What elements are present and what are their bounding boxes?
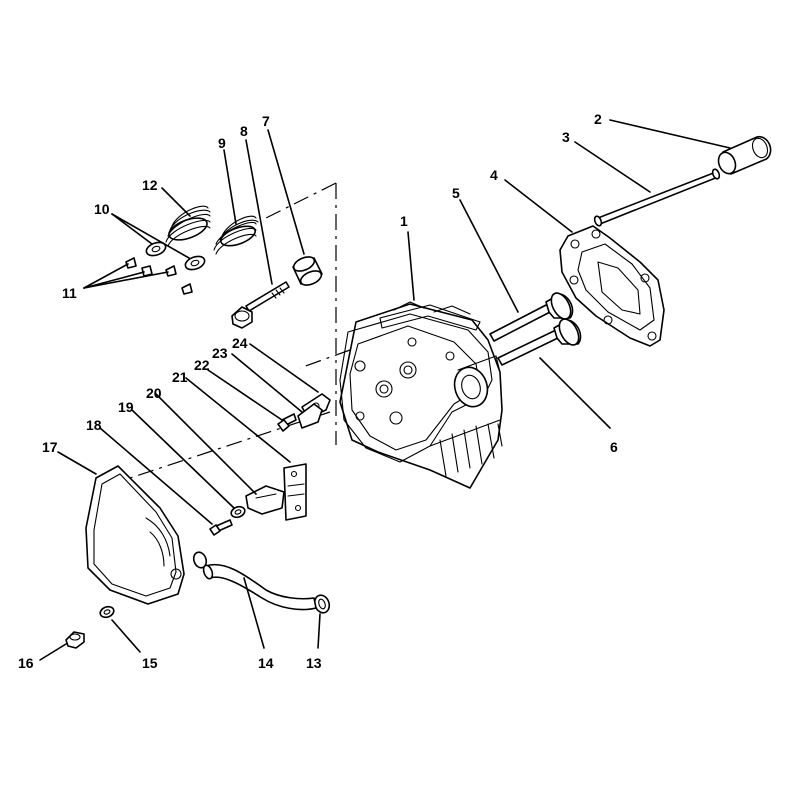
part-19-washer <box>230 505 246 519</box>
part-10-retainers <box>145 241 206 271</box>
part-23-rocker-arm <box>297 403 323 429</box>
callout-20: 20 <box>146 385 162 401</box>
part-12-valve-spring <box>165 205 211 247</box>
callout-19: 19 <box>118 399 134 415</box>
part-17-valve-cover <box>85 465 185 605</box>
callout-2: 2 <box>594 111 602 127</box>
callout-6: 6 <box>610 439 618 455</box>
part-22-screw <box>277 413 297 432</box>
callout-21: 21 <box>172 369 188 385</box>
part-1-cylinder-head <box>339 301 503 489</box>
part-9-valve-spring <box>213 215 259 255</box>
callout-14: 14 <box>258 655 274 671</box>
callout-12: 12 <box>142 177 158 193</box>
callout-3: 3 <box>562 129 570 145</box>
part-4-head-gasket <box>559 225 665 347</box>
callout-5: 5 <box>452 185 460 201</box>
part-11-keepers <box>125 257 193 295</box>
part-14-breather-hose <box>202 563 317 611</box>
callout-16: 16 <box>18 655 34 671</box>
callout-8: 8 <box>240 123 248 139</box>
callout-23: 23 <box>212 345 228 361</box>
part-5-valve <box>489 292 574 342</box>
part-16-cover-bolt <box>65 631 85 649</box>
callout-18: 18 <box>86 417 102 433</box>
part-15-sealing-washer <box>99 605 115 619</box>
callout-4: 4 <box>490 167 498 183</box>
callout-15: 15 <box>142 655 158 671</box>
callout-9: 9 <box>218 135 226 151</box>
part-3-push-rod <box>593 168 721 227</box>
callout-7: 7 <box>262 113 270 129</box>
callout-24: 24 <box>232 335 248 351</box>
part-6-valve <box>497 318 582 366</box>
assembly-guide-lines <box>123 182 351 481</box>
part-2-plug <box>717 135 772 175</box>
callout-1: 1 <box>400 213 408 229</box>
part-8-stud-bolt <box>231 281 290 329</box>
callout-13: 13 <box>306 655 322 671</box>
part-7-valve-cap <box>292 256 323 286</box>
part-13-hose-clamp <box>192 551 331 614</box>
callout-17: 17 <box>42 439 58 455</box>
callout-10: 10 <box>94 201 110 217</box>
callout-labels: 1 2 3 4 5 6 7 8 9 10 11 12 13 14 15 16 1… <box>18 111 618 671</box>
part-21-breather-plate <box>283 463 307 521</box>
callout-22: 22 <box>194 357 210 373</box>
part-18-screw <box>209 519 233 536</box>
leader-lines <box>39 119 731 661</box>
callout-11: 11 <box>62 285 77 301</box>
